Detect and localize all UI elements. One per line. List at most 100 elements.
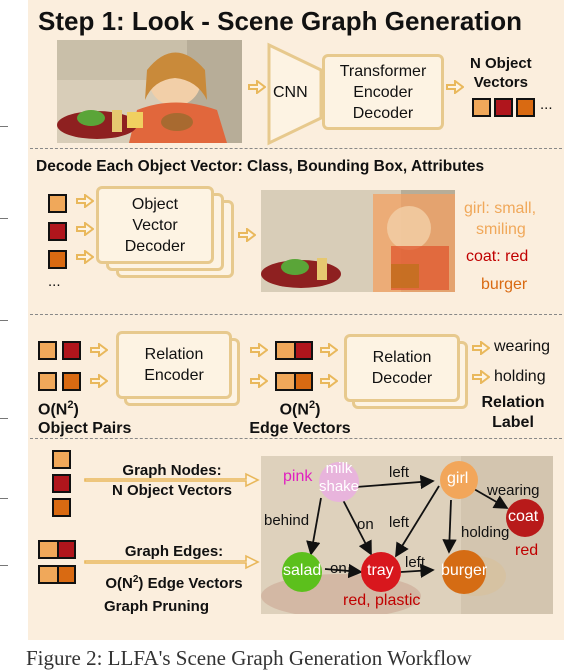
node-salad	[282, 552, 322, 592]
graph-edge-vector-1b	[57, 540, 76, 559]
node-tray	[361, 552, 401, 592]
relation-decoder: Relation Decoder	[344, 334, 460, 402]
graph-edge-vector-2b	[57, 565, 76, 584]
node-coat	[506, 499, 544, 537]
object-vectors-line-1: N Object	[470, 55, 532, 72]
edge-on-1: on	[357, 516, 374, 533]
transformer-block: Transformer Encoder Decoder	[322, 54, 444, 130]
object-vector-3	[516, 98, 535, 117]
edge-vectors-caption: Edge Vectors	[249, 420, 351, 438]
graph-edge-vector-2a	[38, 565, 59, 584]
node-coat-label: coat	[508, 508, 539, 525]
decode-title: Decode Each Object Vector: Class, Boundi…	[36, 158, 485, 175]
relation-encoder: Relation Encoder	[116, 331, 232, 399]
decoder-line-3: Decoder	[124, 237, 186, 255]
arrow-edge-3	[320, 343, 338, 357]
node-burger-label: burger	[441, 562, 488, 579]
pair-1-a	[38, 341, 57, 360]
margin-tick	[0, 565, 8, 566]
arrow-photo-to-cnn	[248, 80, 266, 94]
arrow-edge-4	[320, 374, 338, 388]
scene-photo	[57, 40, 242, 143]
attr-red: red	[515, 542, 539, 559]
transformer-line-1: Transformer	[339, 62, 427, 80]
arrow-edge-2	[250, 374, 268, 388]
node-salad-label: salad	[283, 562, 322, 579]
edge-2-a	[275, 372, 296, 391]
arrow-graph-nodes	[84, 472, 260, 488]
graph-pruning-label: Graph Pruning	[104, 598, 209, 615]
node-burger	[442, 550, 486, 594]
transformer-line-3: Decoder	[352, 104, 414, 122]
edge-1-b	[294, 341, 313, 360]
object-pairs-caption: Object Pairs	[38, 420, 132, 438]
object-pairs-label: O(N2) Object Pairs	[38, 399, 132, 438]
decoder-line-2: Vector	[132, 216, 178, 234]
relation-encoder-line-2: Encoder	[144, 367, 204, 384]
edge-vectors-label: O(N2) Edge Vectors	[240, 396, 360, 438]
edge-behind: behind	[264, 512, 310, 529]
object-vector-decoder: Object Vector Decoder	[96, 186, 214, 264]
object-vectors-line-2: Vectors	[473, 74, 528, 91]
relation-decoder-line-1: Relation	[372, 349, 432, 366]
output-wearing: wearing	[494, 338, 551, 355]
coat-attr: coat: red	[466, 248, 529, 265]
edge-left-3: left	[405, 554, 426, 571]
margin-tick	[0, 498, 8, 499]
object-vectors-label: N Object Vectors	[470, 54, 532, 92]
scene-graph: milk shake pink girl coat red salad tray…	[261, 456, 553, 614]
decode-object-2	[48, 222, 67, 241]
graph-nodes-line-2: N Object Vectors	[111, 482, 233, 499]
arrow-edge-1	[250, 343, 268, 357]
edge-2-b	[294, 372, 313, 391]
cnn-block	[267, 42, 323, 146]
graph-node-vector-2	[52, 474, 71, 493]
section-divider	[30, 314, 562, 315]
arrow-pair-1	[90, 343, 108, 357]
decode-ellipsis: ...	[48, 273, 61, 290]
edge-left-1: left	[389, 464, 410, 481]
pair-2-a	[38, 372, 57, 391]
arrow-to-object-vectors	[446, 80, 464, 94]
relation-label: Relation Label	[478, 393, 548, 433]
attr-tray: red, plastic	[343, 592, 421, 609]
graph-edges-line-1: Graph Edges:	[124, 543, 224, 560]
object-vectors-ellipsis: ...	[540, 96, 553, 113]
arrow-graph-edges	[84, 554, 260, 570]
margin-tick	[0, 418, 8, 419]
margin-tick	[0, 218, 8, 219]
edge-wearing: wearing	[487, 482, 540, 499]
edge-left-2: left	[389, 514, 410, 531]
edge-on-2: on	[330, 560, 347, 577]
relation-decoder-line-2: Decoder	[371, 370, 433, 387]
decoder-line-1: Object	[131, 195, 179, 213]
decode-object-3	[48, 250, 67, 269]
step-title: Step 1: Look - Scene Graph Generation	[38, 6, 522, 36]
transformer-line-2: Encoder	[353, 83, 413, 101]
node-girl	[440, 461, 478, 499]
relation-label-line-2: Label	[492, 414, 534, 431]
arrow-pair-2	[90, 374, 108, 388]
arrow-wearing	[472, 341, 490, 355]
object-vector-1	[472, 98, 491, 117]
section-divider	[30, 148, 562, 149]
section-divider	[30, 438, 562, 439]
pair-1-b	[62, 341, 81, 360]
attr-pink: pink	[283, 468, 313, 485]
node-milkshake-label: milk shake	[319, 460, 360, 495]
girl-attr-line-1: girl: small,	[464, 200, 537, 217]
detection-photo	[261, 190, 455, 292]
node-girl-label: girl	[447, 470, 469, 487]
object-vector-2	[494, 98, 513, 117]
arrow-decode-3	[76, 250, 94, 264]
arrow-holding	[472, 370, 490, 384]
relation-label-line-1: Relation	[481, 394, 545, 411]
graph-node-vector-1	[52, 450, 71, 469]
figure-caption: Figure 2: LLFA's Scene Graph Generation …	[26, 646, 472, 670]
cnn-label: CNN	[273, 84, 308, 101]
burger-attr: burger	[481, 276, 528, 293]
node-tray-label: tray	[367, 562, 394, 579]
margin-tick	[0, 126, 8, 127]
decode-object-1	[48, 194, 67, 213]
graph-edge-vector-1a	[38, 540, 59, 559]
